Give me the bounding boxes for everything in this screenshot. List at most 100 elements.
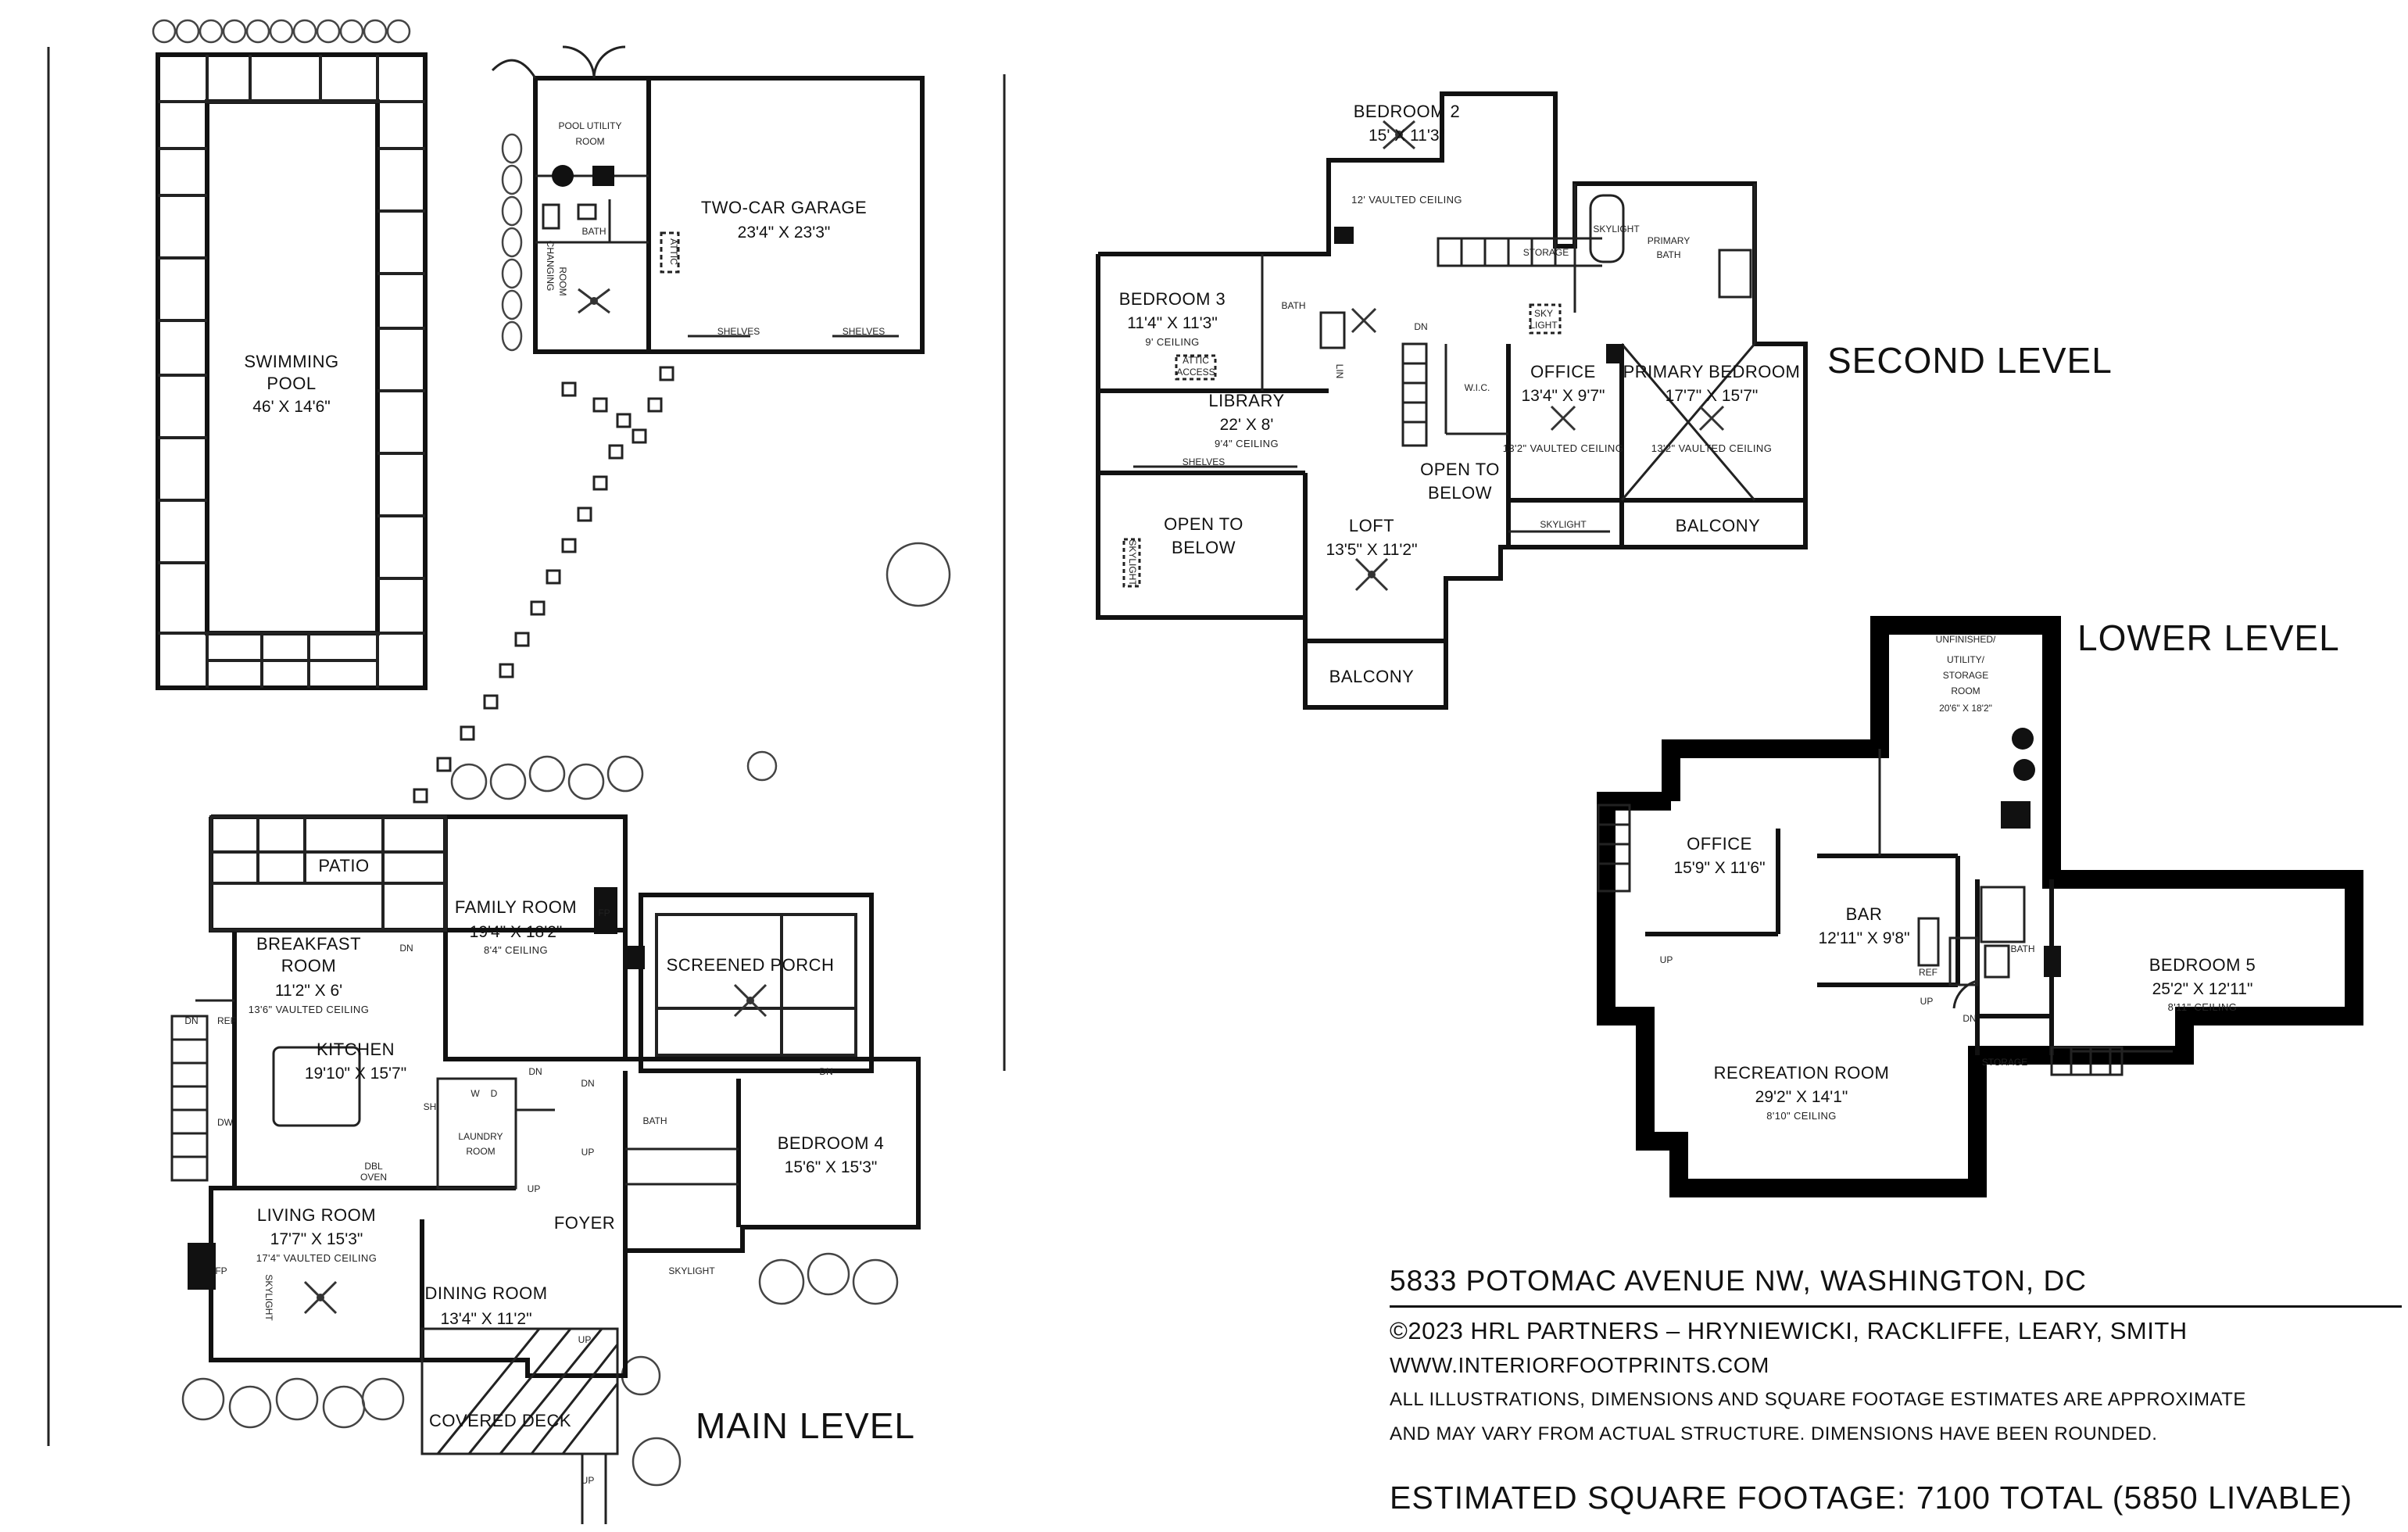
primary-bath-line2: BATH bbox=[1656, 249, 1680, 260]
website-link[interactable]: WWW.INTERIORFOOTPRINTS.COM bbox=[1390, 1353, 1769, 1377]
lower-up-label-2: UP bbox=[1920, 996, 1934, 1007]
second-level-labels: BEDROOM 2 15' X 11'3" 12' VAULTED CEILIN… bbox=[1119, 102, 2113, 686]
lower-level-walls bbox=[1645, 728, 2173, 1055]
primary-bedroom-ceiling: 13'2" VAULTED CEILING bbox=[1651, 442, 1772, 454]
wic-label: W.I.C. bbox=[1465, 382, 1490, 393]
library-name: LIBRARY bbox=[1208, 391, 1284, 410]
lin-label: LIN bbox=[1334, 364, 1345, 379]
open-below-left-line2: BELOW bbox=[1172, 538, 1236, 557]
second-bath-label: BATH bbox=[1281, 300, 1305, 311]
office2-ceiling: 13'2" VAULTED CEILING bbox=[1503, 442, 1623, 454]
bar-name: BAR bbox=[1846, 904, 1883, 924]
dbl-oven-line2: OVEN bbox=[360, 1172, 387, 1183]
lower-office-dimensions: 15'9" X 11'6" bbox=[1673, 859, 1765, 877]
library-dimensions: 22' X 8' bbox=[1220, 416, 1274, 434]
attic-access-line2: ACCESS bbox=[1176, 367, 1215, 378]
pool-utility-line2: ROOM bbox=[575, 136, 604, 147]
main-level-labels: SWIMMING POOL 46' X 14'6" POOL UTILITY R… bbox=[184, 120, 914, 1486]
dn-label-2: DN bbox=[184, 1015, 198, 1026]
bedroom3-dimensions: 11'4" X 11'3" bbox=[1127, 314, 1218, 332]
ceiling-fan-living bbox=[303, 1280, 338, 1315]
dn-label-5: DN bbox=[819, 1066, 832, 1077]
lower-level-plan: UNFINISHED/ UTILITY/ STORAGE ROOM 20'6" … bbox=[1597, 616, 2363, 1197]
pool-dimensions: 46' X 14'6" bbox=[252, 398, 331, 416]
main-level-plan: SWIMMING POOL 46' X 14'6" POOL UTILITY R… bbox=[47, 19, 1006, 1524]
dbl-oven-line1: DBL bbox=[364, 1161, 383, 1172]
changing-room-line1: CHANGING bbox=[545, 241, 556, 292]
open-below-skylight: SKYLIGHT bbox=[1127, 539, 1138, 586]
sh-label: SH bbox=[424, 1101, 437, 1112]
dining-room-name: DINING ROOM bbox=[424, 1283, 547, 1303]
garage-attic-access: ATTIC bbox=[668, 238, 679, 265]
covered-deck bbox=[420, 1327, 619, 1524]
garage-shelves-2: SHELVES bbox=[843, 326, 885, 337]
living-skylight-label: SKYLIGHT bbox=[263, 1274, 274, 1321]
pool-utility-line1: POOL UTILITY bbox=[559, 120, 622, 131]
family-room-name: FAMILY ROOM bbox=[455, 897, 577, 917]
kitchen-name: KITCHEN bbox=[317, 1040, 395, 1059]
garage-name: TWO-CAR GARAGE bbox=[701, 198, 867, 217]
bedroom4-name: BEDROOM 4 bbox=[778, 1133, 885, 1153]
changing-room-line2: ROOM bbox=[557, 267, 568, 295]
primary-bath-skylight: SKYLIGHT bbox=[1593, 224, 1640, 234]
loft-dimensions: 13'5" X 11'2" bbox=[1326, 541, 1417, 559]
disclaimer-line2: AND MAY VARY FROM ACTUAL STRUCTURE. DIME… bbox=[1390, 1423, 2158, 1444]
unfinished-line3: STORAGE bbox=[1943, 670, 1988, 681]
bedroom2-name: BEDROOM 2 bbox=[1354, 102, 1461, 121]
laundry-line2: ROOM bbox=[466, 1146, 495, 1157]
library-ceiling: 9'4" CEILING bbox=[1215, 438, 1279, 449]
lower-office-name: OFFICE bbox=[1687, 834, 1752, 854]
up-label-3: UP bbox=[578, 1334, 592, 1345]
dining-room-dimensions: 13'4" X 11'2" bbox=[440, 1310, 531, 1328]
lower-level-labels: UNFINISHED/ UTILITY/ STORAGE ROOM 20'6" … bbox=[1660, 617, 2340, 1122]
ceiling-fans-second bbox=[1351, 120, 1725, 592]
unfinished-line1: UNFINISHED/ bbox=[1936, 634, 1996, 645]
hedge bbox=[152, 19, 951, 1487]
open-below-right-line1: OPEN TO bbox=[1420, 460, 1500, 479]
unfinished-line2: UTILITY/ bbox=[1947, 654, 1985, 665]
recreation-dimensions: 29'2" X 14'1" bbox=[1755, 1088, 1848, 1106]
disclaimer-line1: ALL ILLUSTRATIONS, DIMENSIONS AND SQUARE… bbox=[1390, 1389, 2246, 1410]
dn-label-1: DN bbox=[399, 943, 413, 954]
unfinished-line4: ROOM bbox=[1951, 685, 1980, 696]
family-room-dimensions: 19'4" X 18'2" bbox=[470, 923, 563, 941]
living-room-ceiling: 17'4" VAULTED CEILING bbox=[256, 1252, 377, 1264]
lower-ref-label: REF bbox=[1919, 967, 1937, 978]
main-house-walls bbox=[188, 814, 921, 1378]
balcony-left-label: BALCONY bbox=[1329, 667, 1415, 686]
living-room-dimensions: 17'7" X 15'3" bbox=[270, 1230, 363, 1248]
bedroom3-ceiling: 9' CEILING bbox=[1145, 336, 1199, 348]
unfinished-dimensions: 20'6" X 18'2" bbox=[1939, 703, 1992, 714]
loft-name: LOFT bbox=[1349, 516, 1394, 535]
living-room-name: LIVING ROOM bbox=[257, 1205, 376, 1225]
lower-level-stairs bbox=[1597, 804, 2124, 1076]
lower-bath-label: BATH bbox=[2010, 943, 2034, 954]
breakfast-ceiling: 13'6" VAULTED CEILING bbox=[249, 1004, 369, 1015]
family-fp: FP bbox=[598, 907, 610, 918]
property-address: 5833 POTOMAC AVENUE NW, WASHINGTON, DC bbox=[1390, 1265, 2402, 1308]
second-level-plan: BEDROOM 2 15' X 11'3" 12' VAULTED CEILIN… bbox=[1096, 91, 2113, 710]
copyright-line: ©2023 HRL PARTNERS – HRYNIEWICKI, RACKLI… bbox=[1390, 1317, 2188, 1344]
office2-name: OFFICE bbox=[1530, 362, 1596, 381]
recreation-ceiling: 8'10" CEILING bbox=[1766, 1110, 1837, 1122]
bedroom3-name: BEDROOM 3 bbox=[1119, 289, 1226, 309]
second-level-heading: SECOND LEVEL bbox=[1827, 340, 2113, 381]
family-room-ceiling: 8'4" CEILING bbox=[484, 944, 548, 956]
balcony-right-label: BALCONY bbox=[1676, 516, 1761, 535]
primary-bedroom-dimensions: 17'7" X 15'7" bbox=[1666, 387, 1759, 405]
storage-label: STORAGE bbox=[1523, 247, 1569, 258]
up-label-4: UP bbox=[581, 1475, 595, 1486]
patio bbox=[209, 815, 447, 932]
main-bath-label: BATH bbox=[642, 1115, 667, 1126]
patio-label: PATIO bbox=[318, 856, 369, 875]
bedroom5-dimensions: 25'2" X 12'11" bbox=[2152, 980, 2253, 998]
garage-building bbox=[491, 45, 925, 354]
w-label: W bbox=[471, 1088, 480, 1099]
office2-dimensions: 13'4" X 9'7" bbox=[1522, 387, 1605, 405]
pool-bath-label: BATH bbox=[581, 226, 606, 237]
office-skylight-label: SKYLIGHT bbox=[1540, 519, 1587, 530]
lower-level-heading: LOWER LEVEL bbox=[2077, 617, 2340, 658]
dw-label: DW bbox=[217, 1117, 234, 1128]
bar-dimensions: 12'11" X 9'8" bbox=[1818, 929, 1909, 947]
